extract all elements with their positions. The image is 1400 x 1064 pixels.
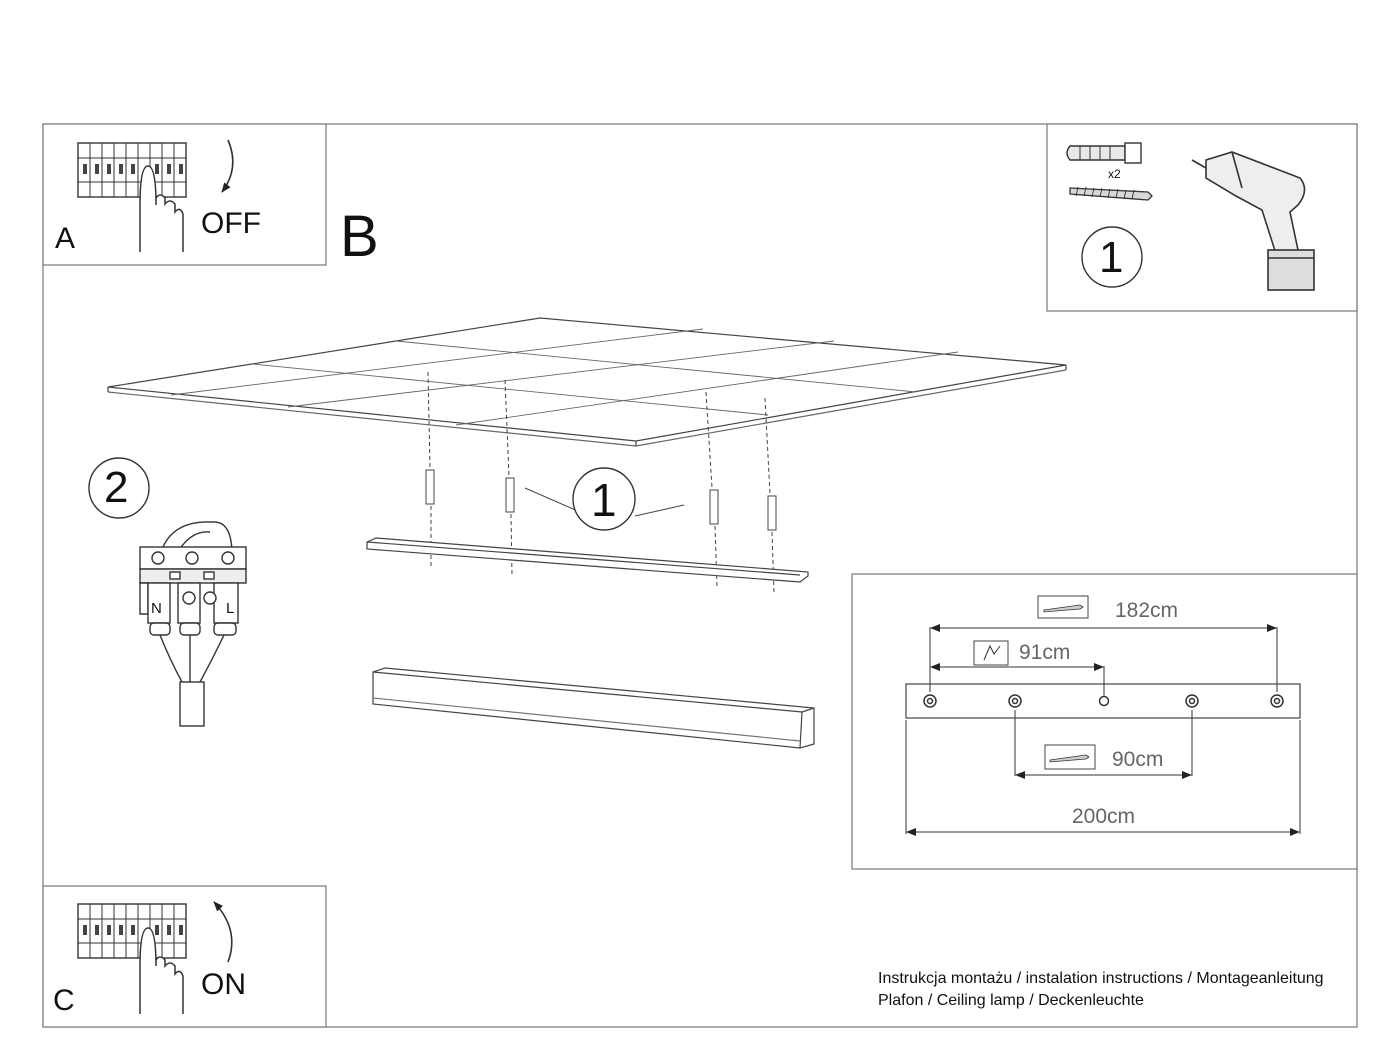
terminal-live-label: L [226,600,235,617]
footer-line-2: Plafon / Ceiling lamp / Deckenleuchte [878,992,1144,1009]
dimension-outer-holes: 182cm [1115,599,1179,622]
dimension-total-length: 200cm [1072,805,1136,828]
step-1-mounting-badge [572,467,636,531]
wall-plug-icon [709,489,719,525]
pointing-hand-icon [139,165,184,252]
footer-caption: Instrukcja montażu / instalation instruc… [878,968,1324,1012]
wall-plug-icon [505,477,515,513]
panel-c-state: ON [201,968,246,1001]
terminal-neutral-label: N [151,600,162,617]
lamp-body [372,667,815,749]
dimension-center-offset: 91cm [1019,641,1071,664]
pointing-hand-icon [139,927,184,1014]
step-2-wiring-badge [88,457,150,519]
plug-quantity: x2 [1108,167,1121,181]
tools-panel [1046,123,1358,312]
wall-plug-icon [1066,142,1142,164]
wall-plug-icon [425,469,435,505]
panel-c [42,885,327,1028]
screw-icon [1044,744,1096,770]
terminal-block-icon [139,521,247,727]
drill-icon [1191,151,1315,291]
dimension-inner-holes: 90cm [1112,748,1164,771]
step-1-tools-badge [1081,226,1143,288]
screw-icon [1069,186,1153,201]
panel-a [42,123,327,266]
curved-arrow-up-icon [213,901,233,963]
wall-plug-icon [767,495,777,531]
panel-c-letter: C [53,984,75,1017]
dimension-panel [851,573,1358,870]
circuit-breaker-icon [77,142,187,198]
screw-icon [1037,595,1089,619]
step-1-tools-number: 1 [1099,233,1124,282]
step-2-wiring-number: 2 [104,463,129,512]
panel-a-letter: A [55,222,76,255]
step-1-mounting-number: 1 [591,474,617,526]
mounting-screws [425,371,777,593]
ceiling-plane [107,317,1067,447]
hook-icon [973,640,1009,666]
mounting-bracket [366,537,809,583]
panel-b-letter: B [340,204,379,269]
footer-line-1: Instrukcja montażu / instalation instruc… [878,970,1324,987]
circuit-breaker-icon [77,903,187,959]
mounting-holes [923,694,1284,708]
curved-arrow-down-icon [221,139,234,193]
panel-a-state: OFF [201,207,261,240]
